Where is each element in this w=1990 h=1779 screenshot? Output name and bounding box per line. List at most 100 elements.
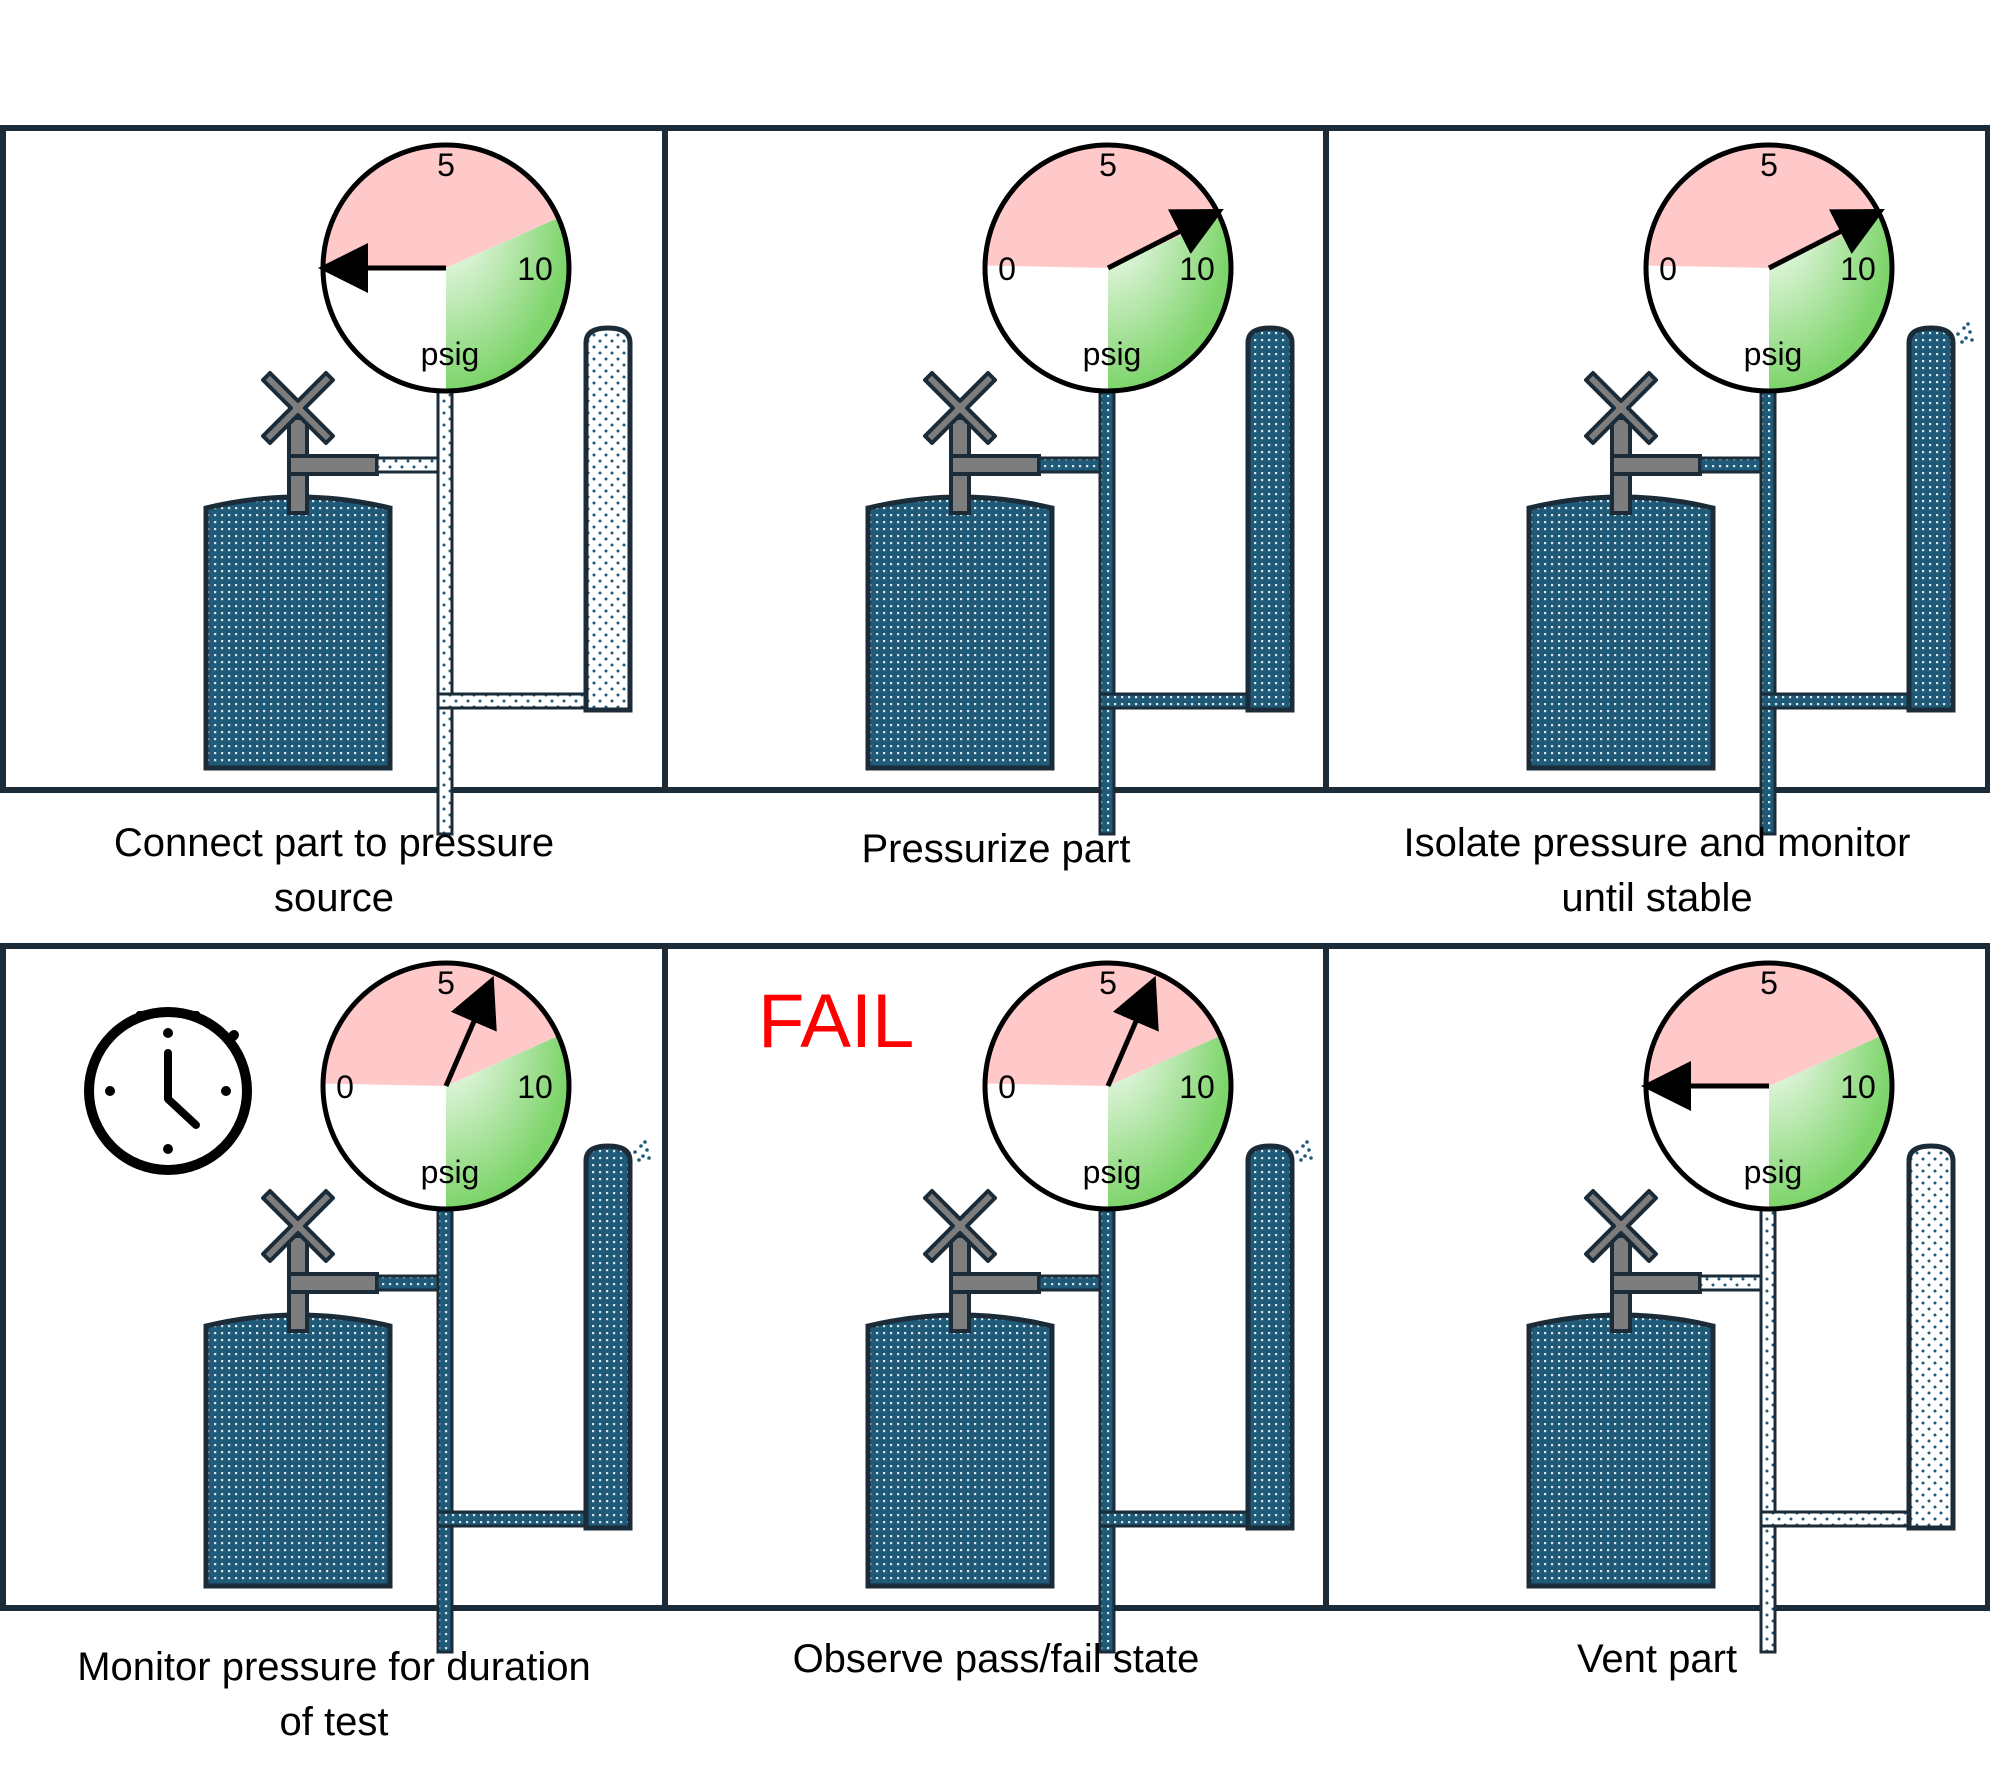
gauge-label-mid: 5 <box>1760 147 1778 183</box>
gauge-needle <box>443 975 497 1087</box>
pressure-gauge: 5 0 10 psig <box>982 142 1234 394</box>
panel-1-caption-line-1: Connect part to pressure <box>114 821 554 865</box>
gauge-label-max: 10 <box>1840 1069 1876 1105</box>
tank-body <box>1526 1312 1716 1589</box>
part-body <box>583 1143 633 1531</box>
gauge-unit-label: psig <box>1083 336 1142 372</box>
panel-4: 5 0 10 psig <box>0 943 668 1654</box>
tank-body <box>865 1312 1055 1589</box>
gauge-needle <box>1105 975 1159 1087</box>
gauge-needle <box>1106 208 1224 271</box>
stopwatch-icon <box>84 1007 252 1175</box>
gauge-rim <box>1643 142 1895 394</box>
panel-3-caption-line-1: Isolate pressure and monitor <box>1404 821 1911 865</box>
leak-spray-icon <box>1956 322 1974 344</box>
part-body <box>1245 1143 1295 1531</box>
pressure-source-tank <box>1526 494 1716 771</box>
valve-x-icon <box>923 1189 997 1263</box>
gauge-label-mid: 5 <box>1099 965 1117 1001</box>
gauge-unit-label: psig <box>421 336 480 372</box>
gauge-rim <box>320 960 572 1212</box>
test-part <box>1906 1143 1956 1531</box>
tank-body <box>1526 494 1716 771</box>
valve-x-icon <box>923 371 997 445</box>
gauge-label-mid: 5 <box>437 965 455 1001</box>
status-fail-label: FAIL <box>758 979 914 1064</box>
gauge-unit-label: psig <box>1083 1154 1142 1190</box>
gauge-rim <box>982 142 1234 394</box>
pressure-source-tank <box>865 494 1055 771</box>
gauge-label-min: 0 <box>1659 251 1677 287</box>
tank-body <box>203 494 393 771</box>
gauge-label-max: 10 <box>1179 1069 1215 1105</box>
valve-arm <box>287 1272 379 1294</box>
gauge-label-max: 10 <box>1179 251 1215 287</box>
panel-4-caption-line-1: Monitor pressure for duration <box>77 1645 591 1689</box>
test-piping <box>1037 386 1252 836</box>
leak-spray-icon <box>1295 1140 1313 1162</box>
test-part <box>1906 325 1956 713</box>
pressure-gauge: 5 0 10 psig <box>320 960 572 1212</box>
test-part <box>1245 325 1295 713</box>
gauge-label-min: 0 <box>336 1069 354 1105</box>
gauge-fail-zone <box>1646 145 1882 268</box>
gauge-unit-label: psig <box>421 1154 480 1190</box>
gauge-label-mid: 5 <box>1760 965 1778 1001</box>
gauge-label-mid: 5 <box>1099 147 1117 183</box>
pressure-source-tank <box>865 1312 1055 1589</box>
gauge-fail-zone <box>985 963 1221 1086</box>
valve-arm <box>949 1272 1041 1294</box>
valve-arm <box>1610 1272 1702 1294</box>
leak-spray-icon <box>633 1140 651 1162</box>
part-body <box>583 325 633 713</box>
panel-2: 5 0 10 psig <box>662 125 1330 836</box>
panel-6-caption-line-1: Vent part <box>1577 1637 1737 1681</box>
valve-arm <box>949 454 1041 476</box>
test-part <box>583 325 633 713</box>
gauge-label-min: 0 <box>998 251 1016 287</box>
valve-arm <box>1610 454 1702 476</box>
test-part <box>583 1143 633 1531</box>
test-piping <box>375 1204 590 1654</box>
gauge-fail-zone <box>1646 963 1882 1086</box>
valve-arm <box>287 454 379 476</box>
part-body <box>1906 1143 1956 1531</box>
gauge-needle <box>1767 208 1885 271</box>
panel-5-caption-line-1: Observe pass/fail state <box>793 1637 1200 1681</box>
tank-body <box>203 1312 393 1589</box>
pressure-gauge: 5 0 10 psig <box>982 960 1234 1212</box>
test-piping <box>375 386 590 836</box>
pressure-source-tank <box>203 494 393 771</box>
pressure-source-tank <box>1526 1312 1716 1589</box>
valve-x-icon <box>261 1189 335 1263</box>
part-body <box>1245 325 1295 713</box>
gauge-label-min: 0 <box>998 1069 1016 1105</box>
gauge-label-max: 10 <box>517 1069 553 1105</box>
pressure-gauge: 5 0 10 psig <box>1643 142 1895 394</box>
test-part <box>1245 1143 1295 1531</box>
gauge-fail-zone <box>323 145 559 268</box>
gauge-label-mid: 5 <box>437 147 455 183</box>
valve-x-icon <box>1584 1189 1658 1263</box>
valve-x-icon <box>261 371 335 445</box>
gauge-fail-zone <box>985 145 1221 268</box>
part-body <box>1906 325 1956 713</box>
pressure-source-tank <box>203 1312 393 1589</box>
gauge-unit-label: psig <box>1744 336 1803 372</box>
gauge-label-max: 10 <box>1840 251 1876 287</box>
gauge-rim <box>982 960 1234 1212</box>
panel-2-caption-line-1: Pressurize part <box>862 827 1131 871</box>
tank-body <box>865 494 1055 771</box>
panel-3-caption-line-2: until stable <box>1561 876 1752 920</box>
panel-3: 5 0 10 psig <box>1323 125 1990 836</box>
panel-5: 5 0 10 psig FAIL <box>662 943 1330 1654</box>
test-piping <box>1698 1204 1913 1654</box>
panels-grid: 5010psigConnect part to pressuresource50… <box>0 125 1990 1744</box>
panel-4-caption-line-2: of test <box>280 1700 389 1744</box>
gauge-fail-zone <box>323 963 559 1086</box>
